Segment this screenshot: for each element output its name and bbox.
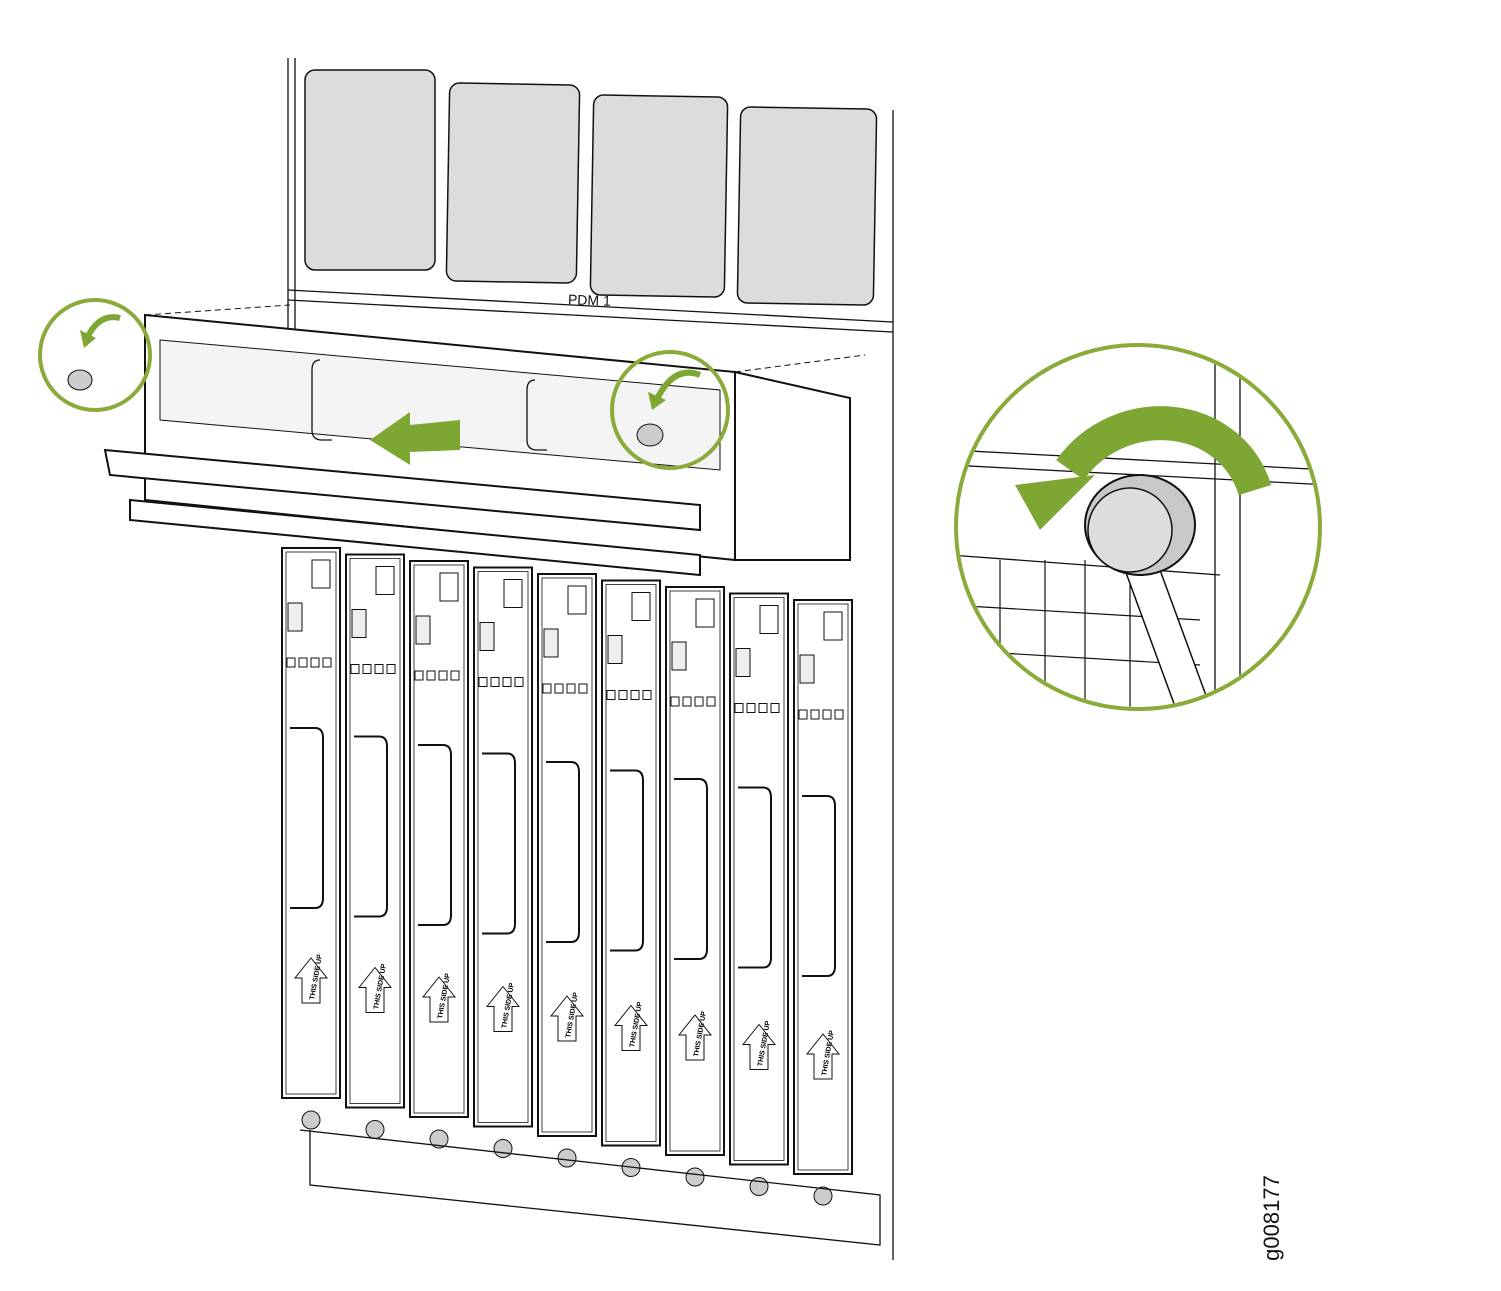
power-module[interactable]: THIS SIDE UP: [665, 586, 725, 1187]
power-switch-icon[interactable]: [735, 648, 751, 677]
up-arrow-icon: [293, 957, 329, 1004]
power-module[interactable]: THIS SIDE UP: [281, 547, 341, 1130]
power-switch-icon[interactable]: [351, 609, 367, 638]
up-arrow-icon: [485, 985, 521, 1032]
power-switch-icon[interactable]: [799, 654, 815, 684]
up-arrow-icon: [549, 995, 585, 1042]
module-handle[interactable]: [354, 735, 388, 918]
module-handle[interactable]: [738, 786, 772, 969]
power-switch-icon[interactable]: [287, 602, 303, 632]
captive-screw-icon: [67, 369, 93, 391]
power-module[interactable]: THIS SIDE UP: [537, 573, 597, 1168]
power-switch-icon[interactable]: [479, 622, 495, 651]
up-arrow-icon: [613, 1004, 649, 1051]
detail-magnified-screw: [954, 343, 1322, 711]
filter-panel: [589, 94, 729, 298]
captive-screw-icon: [636, 423, 664, 447]
retaining-bar: [103, 448, 701, 532]
module-handle[interactable]: [802, 795, 836, 977]
power-switch-icon[interactable]: [543, 628, 559, 658]
module-handle[interactable]: [610, 769, 644, 952]
filter-panel: [304, 69, 436, 271]
captive-screw-icon[interactable]: [557, 1148, 577, 1168]
callout-left-screw: [38, 298, 152, 412]
power-switch-icon[interactable]: [671, 641, 687, 671]
pdm-label: PDM 1: [567, 291, 612, 309]
captive-screw-icon[interactable]: [813, 1186, 833, 1206]
up-arrow-icon: [741, 1023, 777, 1070]
counterclockwise-arrow-icon: [1015, 475, 1095, 530]
up-arrow-icon: [677, 1014, 713, 1061]
module-handle[interactable]: [290, 727, 324, 909]
power-module[interactable]: THIS SIDE UP: [473, 566, 533, 1158]
captive-screw-icon[interactable]: [365, 1120, 385, 1139]
power-module[interactable]: THIS SIDE UP: [729, 592, 789, 1196]
captive-screw-icon[interactable]: [493, 1139, 513, 1158]
filter-panel: [445, 82, 581, 284]
power-module[interactable]: THIS SIDE UP: [601, 579, 661, 1177]
module-handle[interactable]: [546, 761, 580, 943]
captive-screw-icon[interactable]: [685, 1167, 705, 1187]
pdm-tray[interactable]: [103, 304, 866, 577]
power-module[interactable]: THIS SIDE UP: [793, 599, 853, 1206]
power-module[interactable]: THIS SIDE UP: [409, 560, 469, 1149]
module-handle[interactable]: [674, 778, 708, 960]
tray-handle: [311, 359, 332, 441]
module-handle[interactable]: [418, 744, 452, 926]
figure-id: g008177: [1259, 1175, 1284, 1261]
captive-screw-icon[interactable]: [429, 1129, 449, 1149]
up-arrow-icon: [357, 966, 393, 1013]
pull-direction-arrow: [370, 412, 460, 465]
power-module[interactable]: THIS SIDE UP: [345, 553, 405, 1139]
tray-handle: [526, 379, 547, 451]
module-handle[interactable]: [482, 752, 516, 935]
up-arrow-icon: [421, 976, 457, 1023]
power-switch-icon[interactable]: [415, 615, 431, 645]
filter-panel: [736, 106, 878, 306]
chassis: [287, 58, 894, 1260]
power-switch-icon[interactable]: [607, 635, 623, 664]
captive-screw-icon[interactable]: [301, 1110, 321, 1130]
up-arrow-icon: [805, 1033, 841, 1080]
callout-right-screw: [610, 350, 730, 470]
